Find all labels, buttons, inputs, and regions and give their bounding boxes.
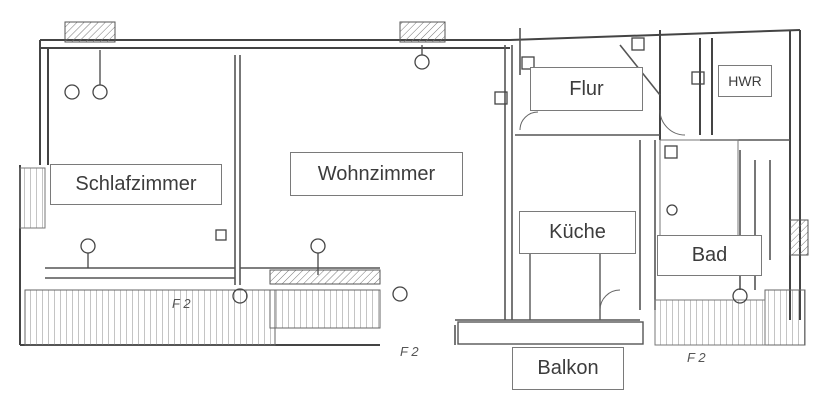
room-label-flur: Flur [530, 67, 643, 111]
room-label-wohnzimmer: Wohnzimmer [290, 152, 463, 196]
door-swings [519, 109, 686, 311]
room-label-bad: Bad [657, 235, 762, 276]
room-label-kueche: Küche [519, 211, 636, 254]
hatched-sections [19, 21, 809, 346]
window-mark-right: F 2 [687, 350, 706, 365]
room-label-balkon: Balkon [512, 347, 624, 390]
fixtures [64, 37, 748, 304]
room-label-schlafzimmer: Schlafzimmer [50, 164, 222, 205]
room-label-hwr: HWR [718, 65, 772, 97]
balcony-outline [457, 250, 644, 345]
window-mark-bottom: F 2 [400, 344, 419, 359]
window-mark-left: F 2 [172, 296, 191, 311]
